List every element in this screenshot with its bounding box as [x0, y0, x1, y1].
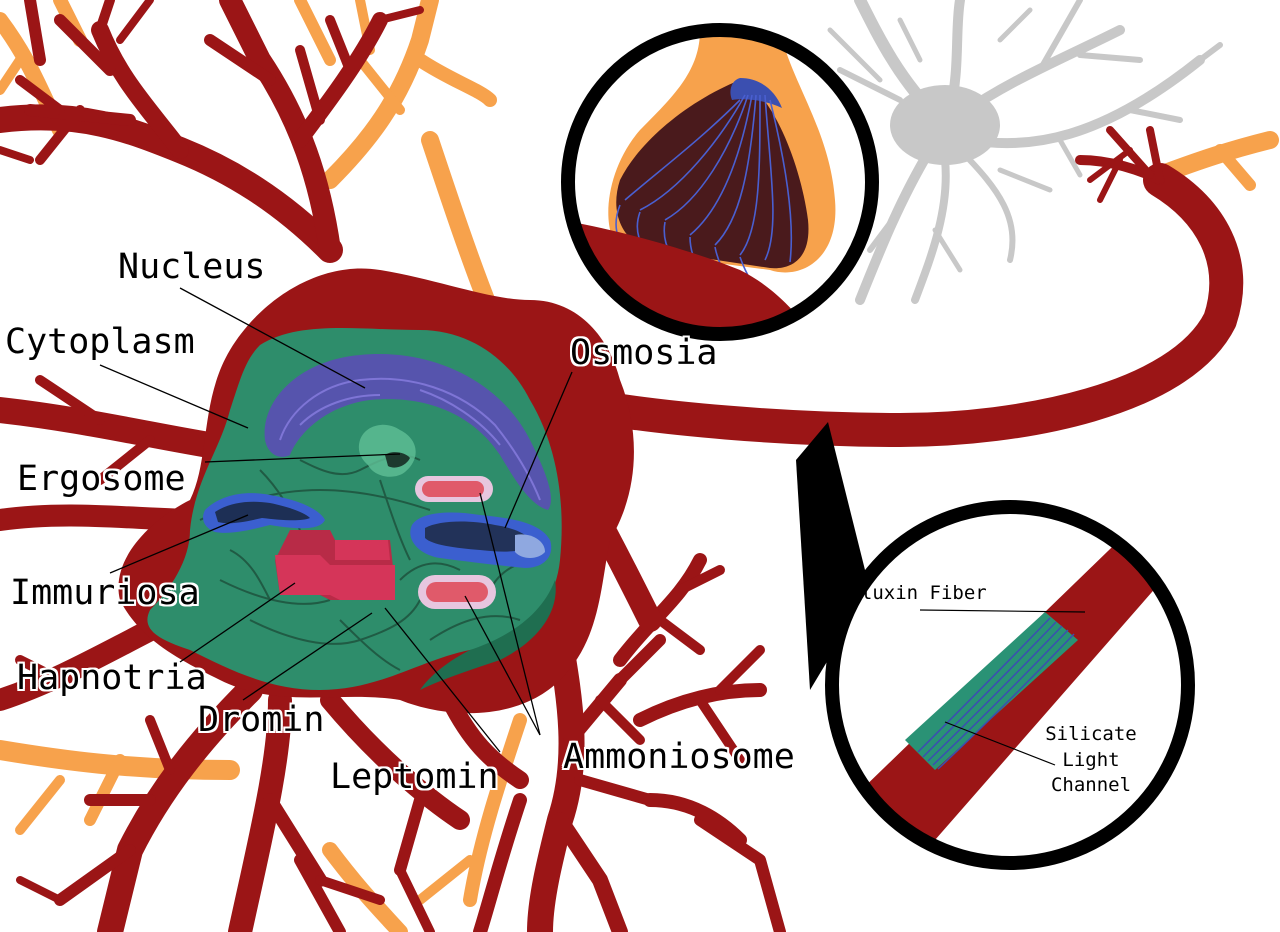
- silicate-line-1: Silicate: [1045, 723, 1137, 745]
- label-silicate-light-channel: Silicate Light Channel: [1036, 722, 1146, 799]
- ergosome-organelle: [358, 424, 416, 477]
- label-dromin: Dromin: [198, 700, 325, 740]
- grey-neuron: [827, 0, 1223, 305]
- axon-zoom-lens: [796, 422, 1195, 870]
- nucleus-organelle: [264, 354, 551, 510]
- leader-lines: [99, 287, 573, 753]
- immuriosa-organelle: [203, 493, 325, 533]
- label-cytoplasm: Cytoplasm: [5, 322, 195, 362]
- ammoniosome-organelle: [415, 476, 496, 609]
- hapnotria-organelle: [275, 530, 395, 600]
- label-obluxin-fiber: Obluxin Fiber: [838, 582, 987, 604]
- silicate-line-3: Channel: [1050, 774, 1132, 797]
- label-ergosome: Ergosome: [17, 459, 186, 499]
- synapse-lens: [561, 23, 879, 341]
- nucleus-texture: [279, 377, 541, 501]
- silicate-leader: [944, 721, 1056, 766]
- label-immuriosa: Immuriosa: [10, 573, 200, 613]
- osmosia-organelle: [410, 512, 552, 568]
- neuron-dendrites: [0, 0, 786, 932]
- silicate-line-2: Light: [1062, 748, 1120, 771]
- obluxin-leader: [919, 609, 1086, 613]
- label-osmosia: Osmosia: [570, 333, 718, 373]
- cytoplasm-edge: [420, 580, 556, 690]
- label-nucleus: Nucleus: [118, 247, 266, 287]
- label-leptomin: Leptomin: [330, 757, 499, 797]
- label-hapnotria: Hapnotria: [17, 658, 207, 698]
- label-ammoniosome: Ammoniosome: [563, 737, 795, 777]
